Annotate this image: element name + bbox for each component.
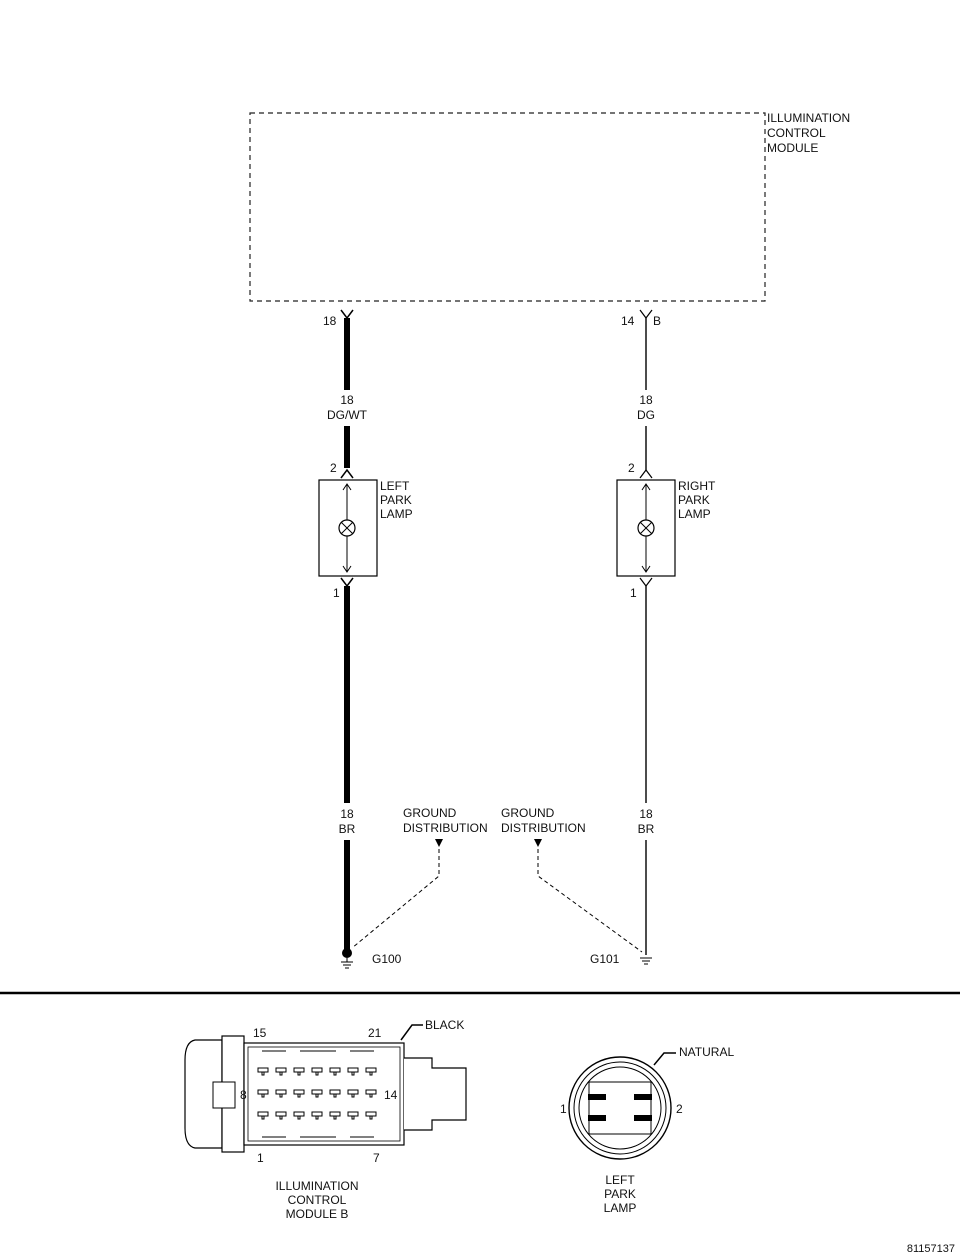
left-lamp-label-3: LAMP <box>380 507 413 521</box>
lamp-connector-name-1: LEFT <box>605 1173 635 1187</box>
right-lower-color: BR <box>638 822 655 836</box>
connector-b-ribs <box>262 1050 374 1138</box>
module-outline <box>249 112 766 302</box>
right-lamp-label-1: RIGHT <box>678 479 716 493</box>
left-upper-gauge: 18 <box>340 393 354 407</box>
connector-b-pin-21: 21 <box>368 1026 382 1040</box>
left-lamp-top-fork <box>340 468 354 479</box>
lamp-connector-color: NATURAL <box>679 1045 734 1059</box>
right-ground-label: G101 <box>590 952 620 966</box>
connector-b-latch <box>212 1081 236 1109</box>
right-lamp-pin-bottom: 1 <box>630 586 637 600</box>
connector-b-tail <box>404 1057 467 1131</box>
ground-dist-right-link <box>537 849 643 953</box>
left-lamp-pin-bottom: 1 <box>333 586 340 600</box>
right-bulb-x2 <box>640 522 652 534</box>
module-label-2: CONTROL <box>767 126 826 140</box>
right-circuit: 14 B 18 DG 2 RIGHT PARK LAMP 1 18 BR G10… <box>590 309 716 966</box>
connector-b-pin-7: 7 <box>373 1151 380 1165</box>
connector-b-color: BLACK <box>425 1018 464 1032</box>
left-lamp-bottom-fork <box>340 577 354 588</box>
left-lamp-inner-arrow-top <box>342 483 352 491</box>
left-module-pin-fork <box>340 309 354 320</box>
lamp-connector-name-3: LAMP <box>604 1201 637 1215</box>
right-lamp-pin-top: 2 <box>628 461 635 475</box>
ground-dist-right-2: DISTRIBUTION <box>501 821 586 835</box>
connector-b-name-3: MODULE B <box>286 1207 349 1221</box>
left-ground-splice <box>342 948 352 958</box>
right-lamp-top-fork <box>639 469 653 479</box>
ground-dist-right-arrow-icon <box>534 839 542 847</box>
left-ground-label: G100 <box>372 952 402 966</box>
right-lamp-label-2: PARK <box>678 493 710 507</box>
lamp-terminal-2a <box>634 1094 652 1100</box>
right-module-pin: 14 <box>621 314 635 328</box>
module-label-1: ILLUMINATION <box>767 111 850 125</box>
left-lamp-inner-arrow-bottom <box>342 565 352 573</box>
cavity-row-middle <box>257 1089 377 1098</box>
lamp-connector-name-2: PARK <box>604 1187 636 1201</box>
right-lamp-inner-arrow-top <box>641 483 651 491</box>
ground-dist-left-arrow-icon <box>435 839 443 847</box>
lamp-terminal-1a <box>588 1094 606 1100</box>
lamp-connector-inner <box>578 1066 662 1150</box>
left-circuit: 18 18 DG/WT 2 LEFT PARK LAMP 1 18 BR <box>318 309 413 969</box>
left-lamp-label-1: LEFT <box>380 479 410 493</box>
right-lower-gauge: 18 <box>639 807 653 821</box>
left-bulb-x2 <box>341 522 353 534</box>
lamp-connector-pin-2: 2 <box>676 1102 683 1116</box>
right-module-pin-suffix: B <box>653 314 661 328</box>
lamp-terminal-2b <box>634 1115 652 1121</box>
connector-b-pin-1: 1 <box>257 1151 264 1165</box>
right-module-pin-fork <box>639 309 653 319</box>
connector-b-name-1: ILLUMINATION <box>275 1179 358 1193</box>
cavity-row-top <box>257 1067 377 1076</box>
lamp-terminal-1b <box>588 1115 606 1121</box>
ground-icon <box>341 958 353 969</box>
cavity-row-bottom <box>257 1111 377 1120</box>
ground-dist-left-2: DISTRIBUTION <box>403 821 488 835</box>
connector-b-body <box>243 1042 405 1146</box>
connector-b-name-2: CONTROL <box>288 1193 347 1207</box>
connector-b-pin-8: 8 <box>240 1088 247 1102</box>
lamp-connector-ring <box>573 1061 667 1155</box>
lamp-connector-leader <box>653 1052 676 1066</box>
figure-id: 81157137 <box>907 1243 955 1255</box>
module-label-3: MODULE <box>767 141 818 155</box>
connector-b-pin-15: 15 <box>253 1026 267 1040</box>
ground-dist-left-1: GROUND <box>403 806 457 820</box>
left-upper-color: DG/WT <box>327 408 368 422</box>
connector-b-pin-14: 14 <box>384 1088 398 1102</box>
lamp-connector-face <box>588 1081 652 1135</box>
left-lamp-label-2: PARK <box>380 493 412 507</box>
ground-icon <box>640 957 652 965</box>
connector-park-lamp: 1 2 NATURAL LEFT PARK LAMP <box>560 1045 734 1215</box>
right-lamp-inner-arrow-bottom <box>641 565 651 573</box>
ground-dist-right-1: GROUND <box>501 806 555 820</box>
connector-b-leader <box>400 1024 423 1041</box>
right-upper-gauge: 18 <box>639 393 653 407</box>
connector-b-cavities <box>257 1050 377 1138</box>
lamp-connector-pin-1: 1 <box>560 1102 567 1116</box>
right-lamp-bottom-fork <box>639 577 653 587</box>
connector-b-shell <box>184 1039 223 1149</box>
right-upper-color: DG <box>637 408 655 422</box>
right-lamp-label-3: LAMP <box>678 507 711 521</box>
connector-module-b: 15 21 8 14 1 7 BLACK ILLUMINATION CONTRO… <box>184 1018 467 1221</box>
left-module-pin: 18 <box>323 314 337 328</box>
ground-dist-left-link <box>351 849 440 949</box>
left-lamp-pin-top: 2 <box>330 461 337 475</box>
left-lower-color: BR <box>339 822 356 836</box>
left-lower-gauge: 18 <box>340 807 354 821</box>
connector-b-inner <box>247 1046 401 1142</box>
